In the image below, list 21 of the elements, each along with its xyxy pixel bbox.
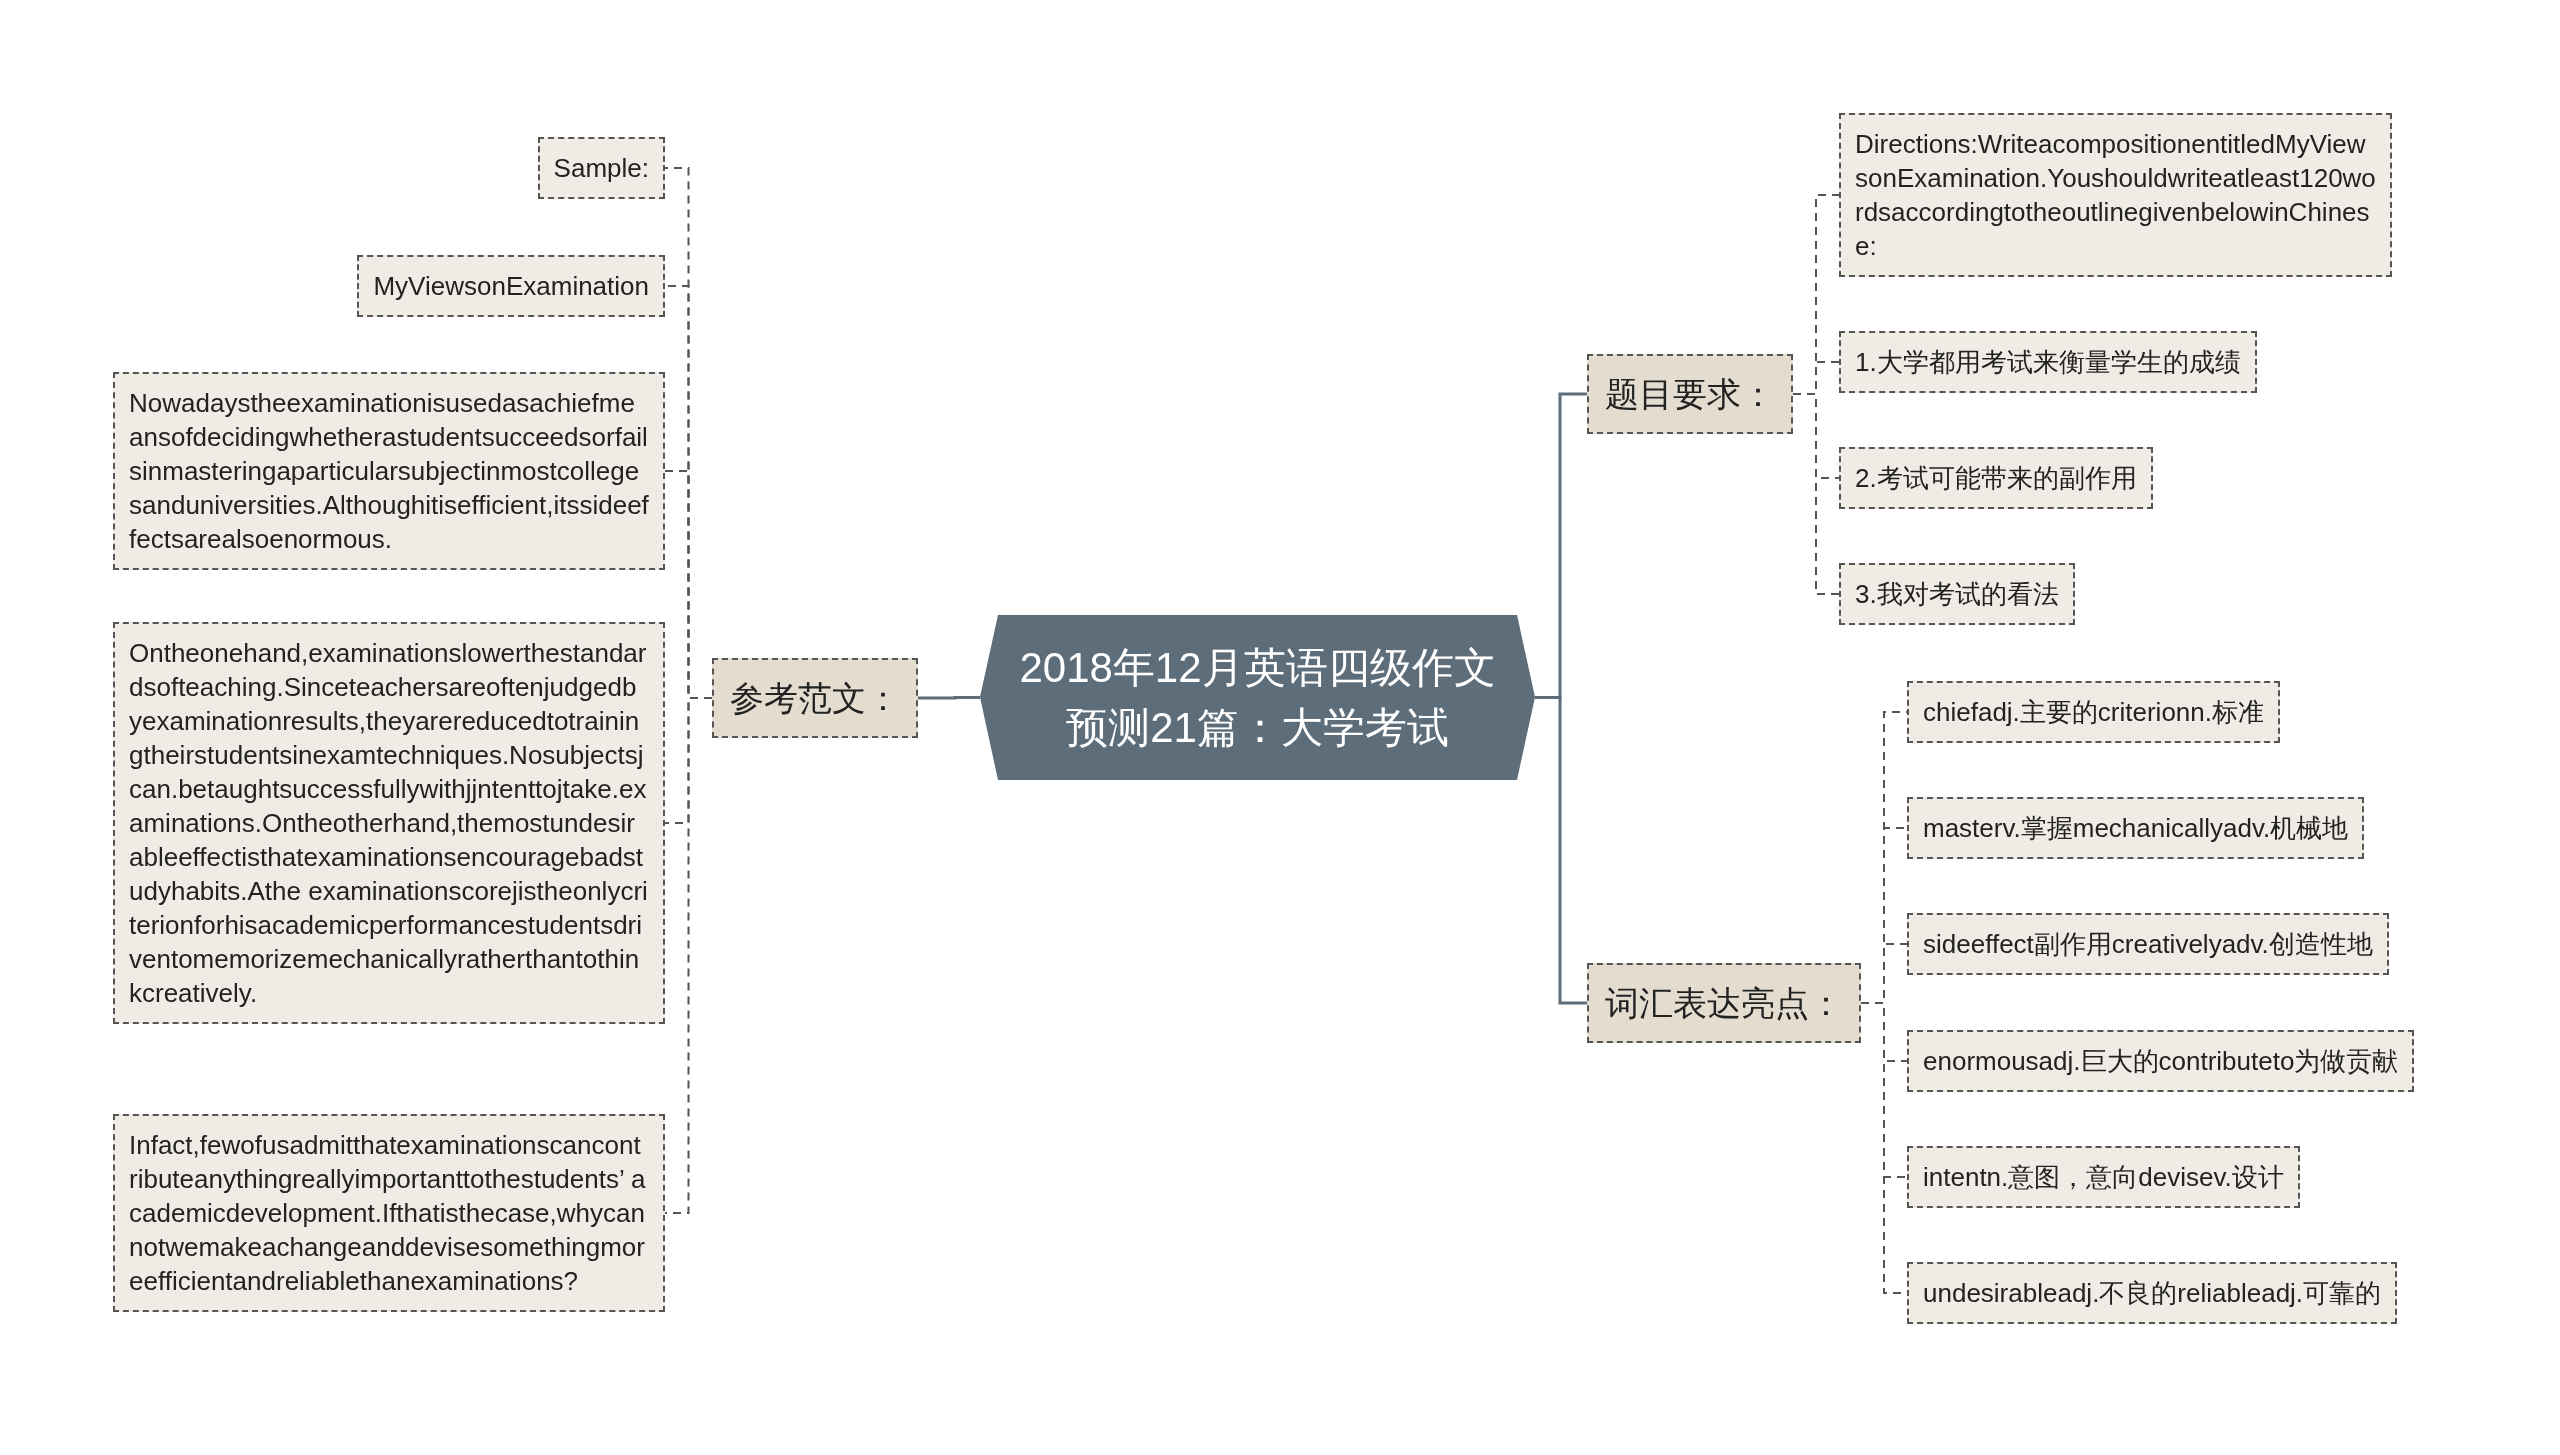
text-box: enormousadj.巨大的contributeto为做贡献 [1907,1030,2415,1092]
text-box: Nowadaystheexaminationisusedasachiefmeansofdecidingwhetherastudentsucceedsorfailsinmasteringaparticularsubjectinmostcollegesanduniversities.Althoughitisefficient,itssideeffectsarealsoenormous. [113,372,665,570]
branch-topic-box: 参考范文： [712,658,918,738]
text-box: 1.大学都用考试来衡量学生的成绩 [1839,331,2257,393]
branch-topic-box: 题目要求： [1587,354,1793,434]
text-box: chiefadj.主要的criterionn.标准 [1907,681,2280,743]
text-box: undesirableadj.不良的reliableadj.可靠的 [1907,1262,2398,1324]
text-box: 3.我对考试的看法 [1839,563,2075,625]
text-box: Directions:WriteacompositionentitledMyViewsonExamination.Youshouldwriteatleast120wordsaccordingtotheoutlinegivenbelowinChinese: [1839,113,2392,277]
branch-topic-box: 词汇表达亮点： [1587,963,1861,1043]
text-box: Infact,fewofusadmitthatexaminationscancontributeanythingreallyimportanttothestudents’ academicdevelopment.Ifthatisthecase,whycannotwemakeachangeanddevisesomethingmoreefficientandreliablethanexaminations? [113,1114,665,1312]
text-box: masterv.掌握mechanicallyadv.机械地 [1907,797,2365,859]
text-box: sideeffect副作用creativelyadv.创造性地 [1907,913,2389,975]
text-box: intentn.意图，意向devisev.设计 [1907,1146,2300,1208]
central-topic-hexagon: 2018年12月英语四级作文预测21篇：大学考试 [980,615,1535,780]
text-box: 2.考试可能带来的副作用 [1839,447,2153,509]
connector-line [1792,393,1840,595]
text-box: Sample: [537,137,665,199]
connector-line [918,696,980,700]
text-box: Ontheonehand,examinationslowerthestandardsofteaching.Sinceteachersareoftenjudgedbyexaminationresults,theyarereducedtotrainingtheirstudentsinexamtechniques.Nosubjectsjcan.betaughtsuccessfullywithjjntenttojtake.examinations.Ontheotherhand,themostundesirableeffectisthatexaminationsencouragebadstudyhabits.Athe examinationscorejistheonlycriterionforhisacademicperformancestudentsdriventomemorizemechanicallyratherthantothinkcreatively. [113,622,665,1024]
text-box: MyViewsonExamination [357,255,665,317]
